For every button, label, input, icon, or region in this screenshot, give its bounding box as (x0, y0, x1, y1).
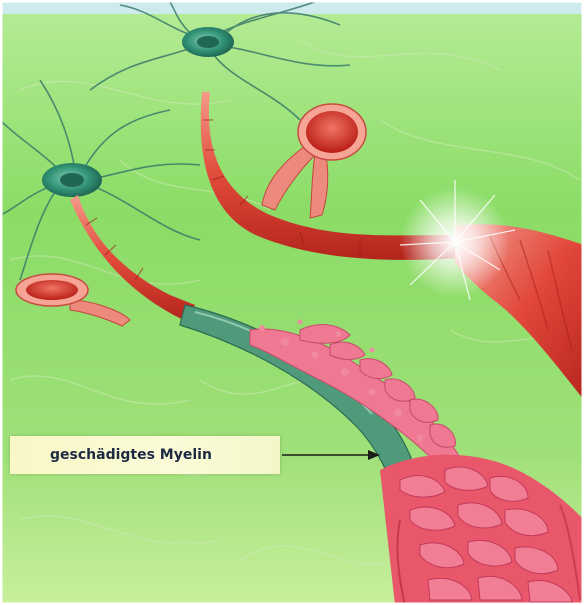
upper-oligodendrocyte-cell (306, 111, 358, 153)
annotation-label-box: geschädigtes Myelin (10, 436, 280, 474)
top-neuron-nucleus (197, 36, 219, 48)
lower-oligodendrocyte-cell (26, 280, 78, 300)
left-neuron-nucleus (60, 173, 84, 187)
annotation-label-text: geschädigtes Myelin (50, 447, 212, 463)
